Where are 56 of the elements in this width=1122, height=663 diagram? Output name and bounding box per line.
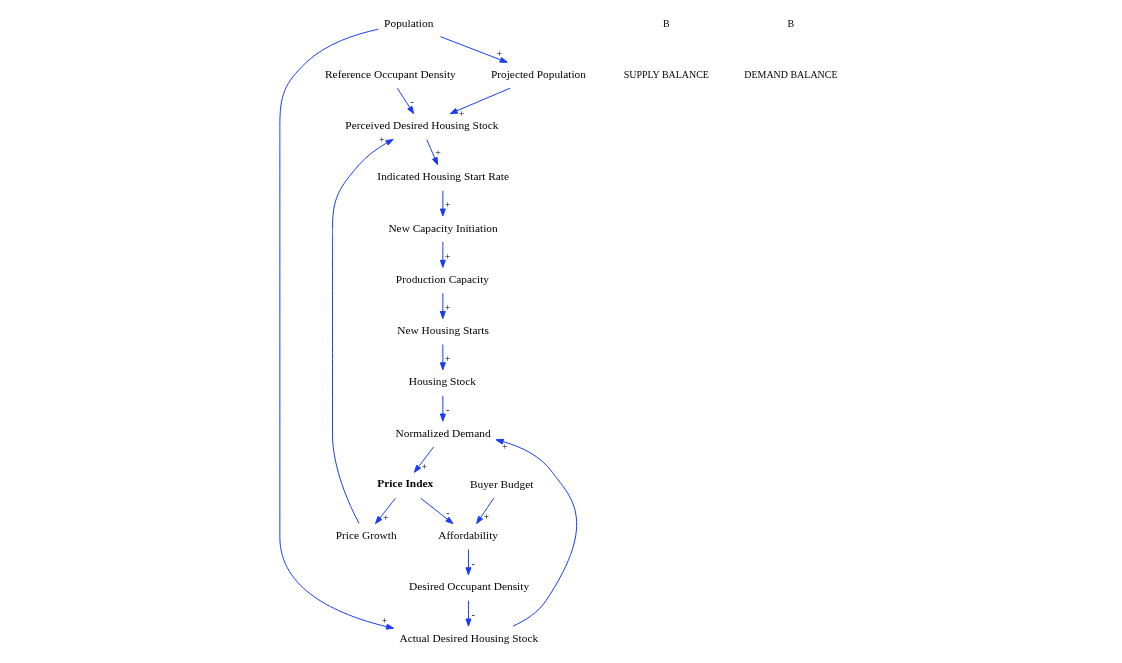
edge-label: - [446,507,450,519]
node-text: Reference Occupant Density [325,67,456,80]
arrow [426,139,439,166]
node-text: Desired Occupant Density [409,580,530,593]
arrow [449,87,511,115]
node-text: Price Growth [335,529,397,542]
arrow [465,549,472,576]
edge-label: + [444,353,451,365]
label: SUPPLY BALANCE [623,68,709,80]
node-text: Projected Population [490,67,586,80]
arrow [465,600,472,627]
edge-label: + [421,460,428,472]
arrow [439,190,446,217]
label: B [663,17,670,29]
node-text: Affordability [438,529,499,542]
node-text: Normalized Demand [395,426,491,439]
node-text: Perceived Desired Housing Stock [345,119,499,132]
arrow [439,292,446,320]
arrow [439,344,446,371]
node-text: Price Index [377,477,434,490]
node-text: Production Capacity [395,272,490,285]
arrow [495,438,578,627]
edge-label: + [496,47,503,59]
edge-label: - [471,609,475,621]
label: B [787,17,795,29]
arrow [476,497,495,525]
node-text: Housing Stock [408,375,476,388]
edge-label: + [381,614,388,626]
arrow [396,87,415,115]
edge-label: + [444,250,451,262]
arrow [420,497,454,525]
edge-label: - [410,95,414,107]
arrow [332,138,394,524]
arrow [439,395,446,422]
arrow [413,446,434,473]
arrow [439,36,508,63]
node-text: New Capacity Initiation [388,221,498,234]
edge-label: + [502,440,508,452]
edge-label: + [458,107,465,119]
node-text: Actual Desired Housing Stock [399,631,539,644]
edge-label: - [471,558,475,570]
edge-label: - [445,404,450,416]
arrow [279,28,395,630]
edge-label: + [378,133,385,145]
edge-label: + [483,511,490,523]
node-text: New Housing Starts [397,324,489,337]
node-text: Buyer Budget [469,477,534,490]
arrow [375,497,396,525]
label: DEMAND BALANCE [744,68,838,80]
arrow [439,241,446,268]
edge-label: + [435,147,441,159]
edge-label: + [444,301,451,313]
edge-label: + [444,199,451,211]
edge-label: + [382,512,389,524]
node-text: Indicated Housing Start Rate [377,170,510,183]
node-text: Population [384,16,434,29]
